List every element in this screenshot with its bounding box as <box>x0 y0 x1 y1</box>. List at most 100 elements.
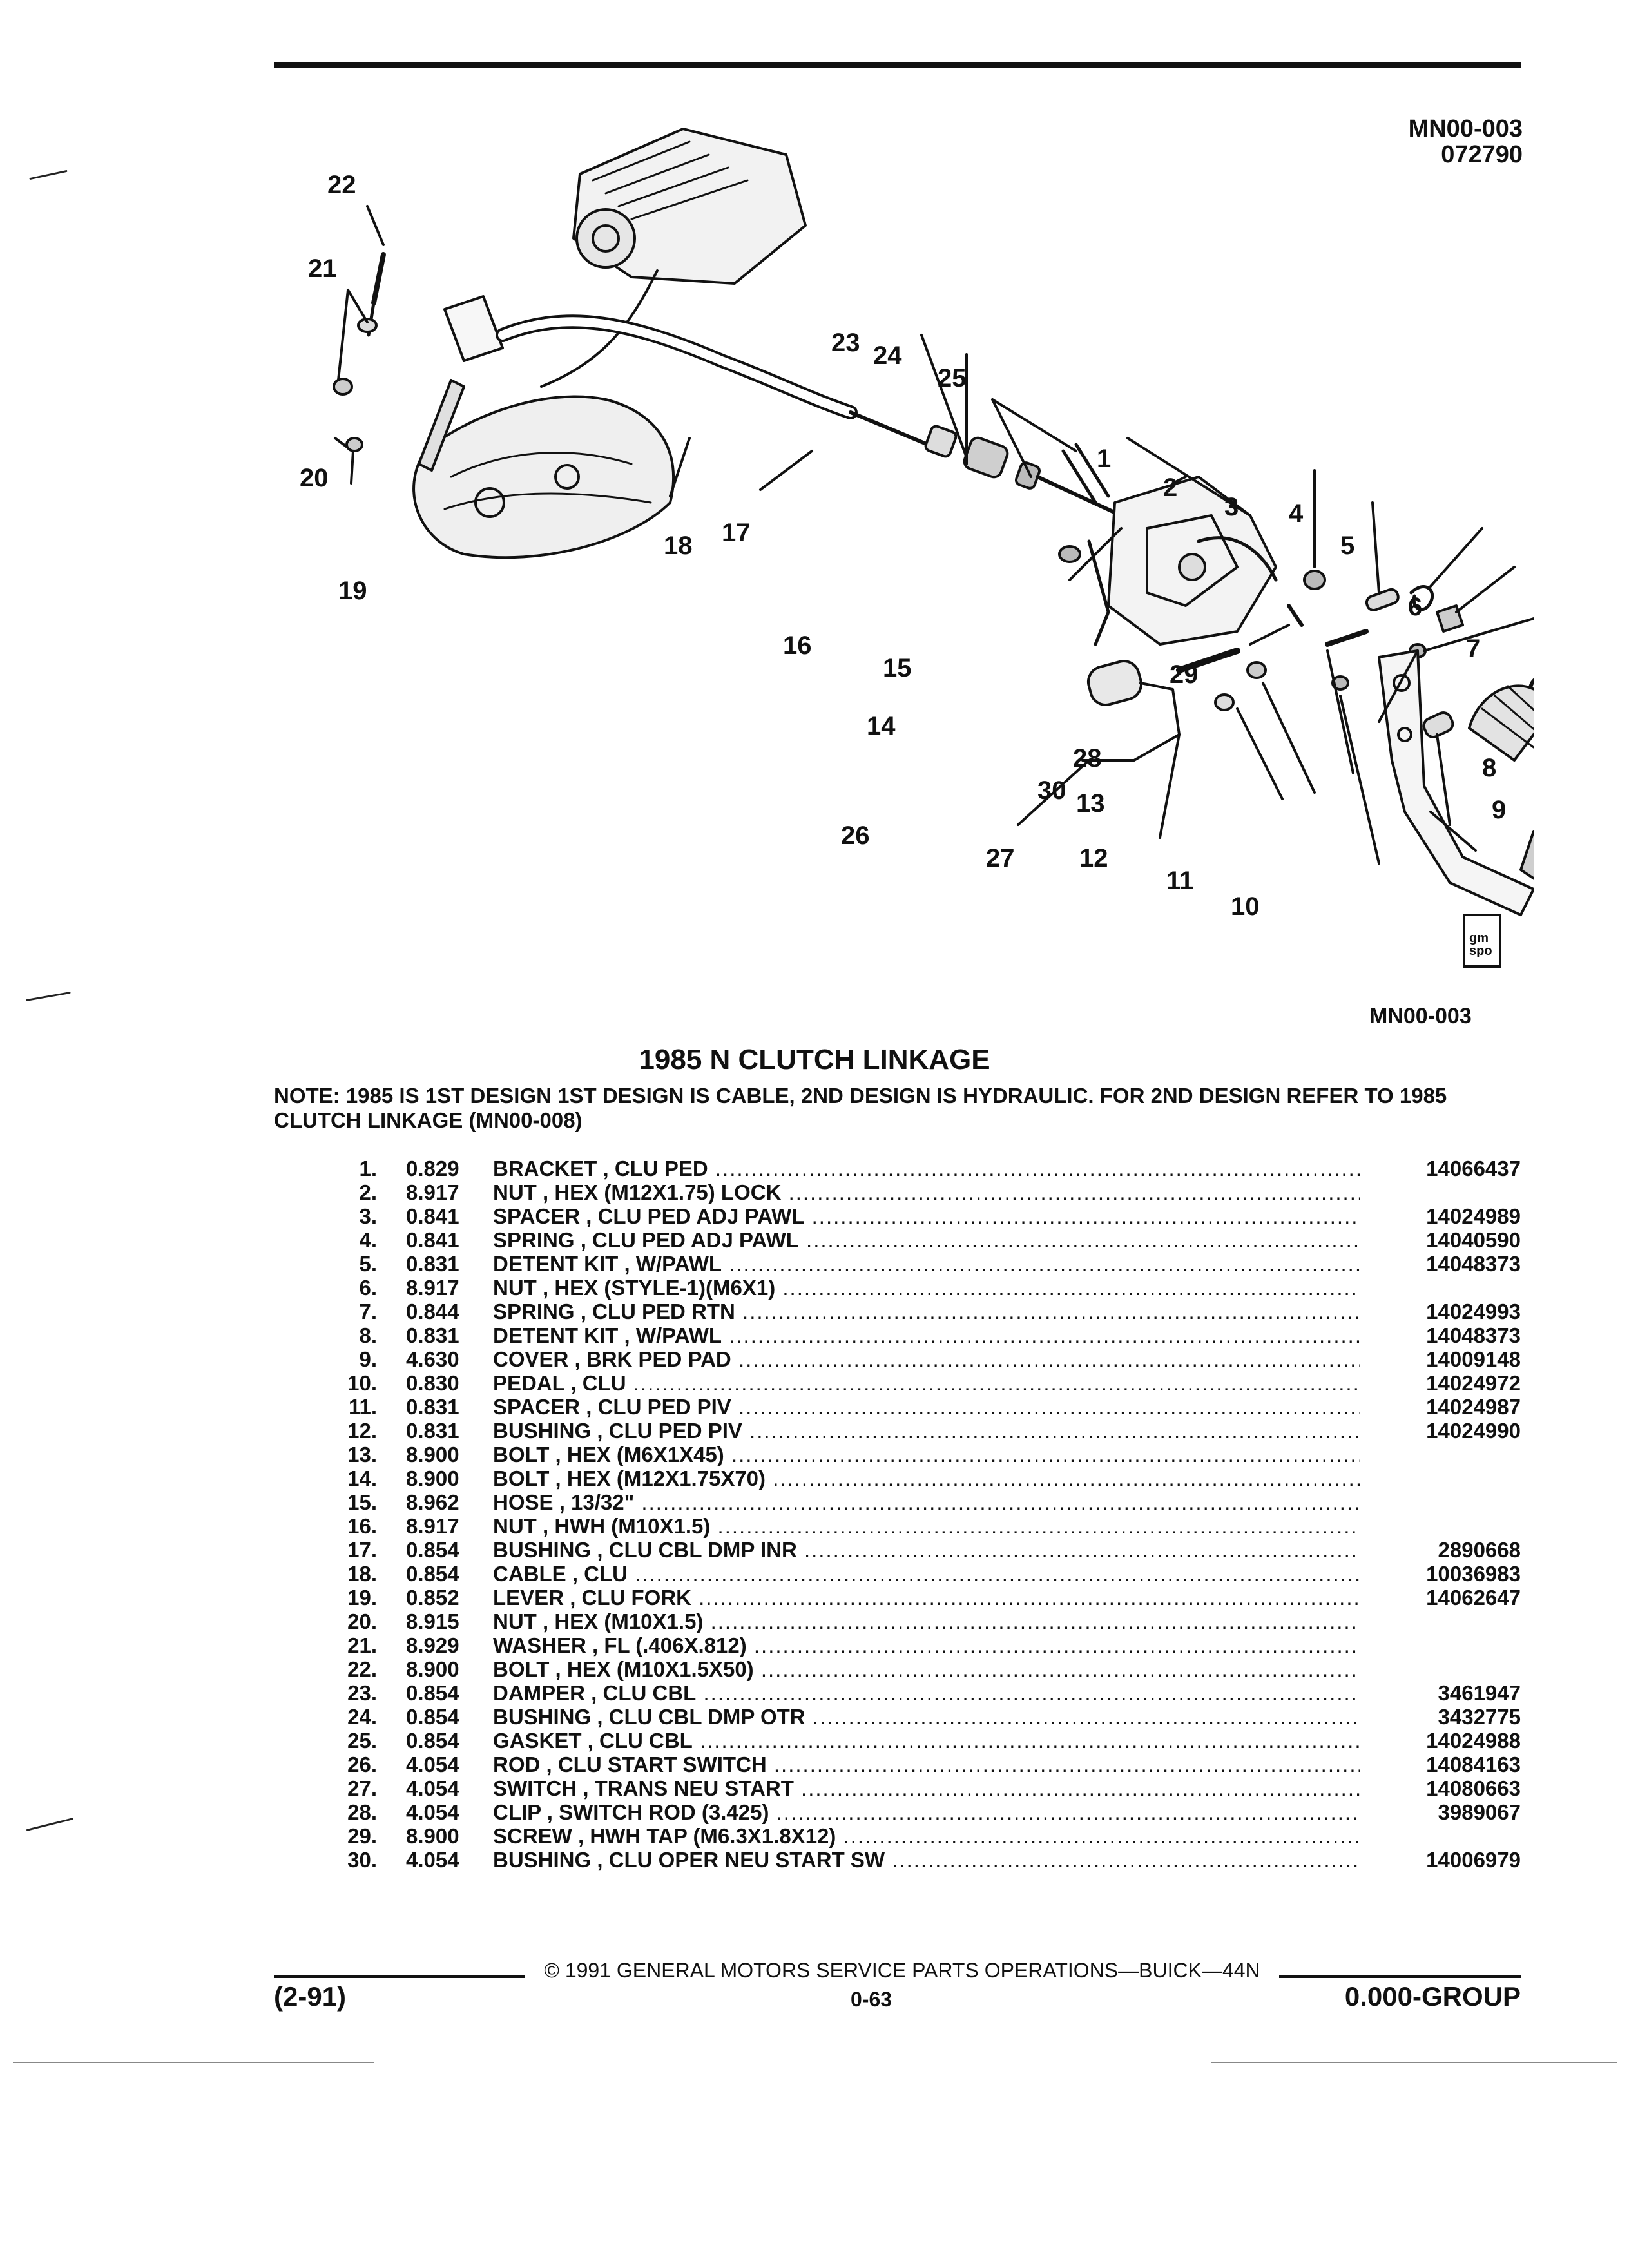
callout-17: 17 <box>722 519 751 547</box>
part-description: HOSE , 13/32" <box>493 1490 1360 1515</box>
part-number: 10036983 <box>1426 1562 1521 1586</box>
part-number: 2890668 <box>1438 1538 1521 1562</box>
part-description: DETENT KIT , W/PAWL <box>493 1323 1360 1348</box>
part-number: 14024972 <box>1426 1371 1521 1395</box>
callout-12: 12 <box>1079 844 1108 872</box>
part-number: 3461947 <box>1438 1681 1521 1705</box>
group-ref: 4.054 <box>406 1776 459 1800</box>
part-number: 3989067 <box>1438 1800 1521 1824</box>
part-description: COVER , BRK PED PAD <box>493 1347 1360 1372</box>
callout-11: 11 <box>1166 867 1193 895</box>
group-ref: 0.829 <box>406 1157 459 1180</box>
callout-6: 6 <box>1408 593 1422 621</box>
revision-date: (2-91) <box>274 1981 347 2012</box>
callout-23: 23 <box>831 329 860 357</box>
diagram-code-block: MN00-003 072790 <box>1409 116 1523 168</box>
group-ref: 0.831 <box>406 1395 459 1419</box>
callout-24: 24 <box>873 341 902 370</box>
item-number: 16. <box>347 1514 377 1538</box>
part-description: CABLE , CLU <box>493 1562 1360 1586</box>
list-item: 18. 0.854 CABLE , CLU 10036983 <box>322 1562 1521 1586</box>
callout-27: 27 <box>986 844 1015 872</box>
part-number: 14024988 <box>1426 1729 1521 1753</box>
binder-hole-mark <box>26 991 71 1002</box>
group-ref: 8.915 <box>406 1610 459 1633</box>
diagram-code: MN00-003 <box>1408 115 1523 142</box>
part-description: SPRING , CLU PED RTN <box>493 1300 1360 1324</box>
part-number: 14048373 <box>1426 1323 1521 1347</box>
group-ref: 8.900 <box>406 1443 459 1466</box>
part-description: PEDAL , CLU <box>493 1371 1360 1396</box>
item-number: 3. <box>359 1204 377 1228</box>
group-ref: 4.054 <box>406 1848 459 1872</box>
part-description: BUSHING , CLU OPER NEU START SW <box>493 1848 1360 1872</box>
copyright: © 1991 GENERAL MOTORS SERVICE PARTS OPER… <box>544 1959 1260 1982</box>
item-number: 7. <box>359 1300 377 1323</box>
part-description: BUSHING , CLU PED PIV <box>493 1419 1360 1443</box>
item-number: 8. <box>359 1323 377 1347</box>
callout-5: 5 <box>1340 532 1354 560</box>
callout-4: 4 <box>1289 499 1304 528</box>
part-description: SPRING , CLU PED ADJ PAWL <box>493 1228 1360 1253</box>
item-number: 2. <box>359 1180 377 1204</box>
callout-8: 8 <box>1482 754 1496 782</box>
part-description: SCREW , HWH TAP (M6.3X1.8X12) <box>493 1824 1360 1849</box>
group-ref: 0.841 <box>406 1228 459 1252</box>
group-ref: 0.854 <box>406 1729 459 1753</box>
item-number: 13. <box>347 1443 377 1466</box>
group-ref: 8.917 <box>406 1276 459 1300</box>
item-number: 20. <box>347 1610 377 1633</box>
group-ref: 8.900 <box>406 1657 459 1681</box>
item-number: 10. <box>347 1371 377 1395</box>
callout-22: 22 <box>327 171 356 199</box>
part-description: NUT , HEX (M12X1.75) LOCK <box>493 1180 1360 1205</box>
scan-edge-line <box>13 2062 374 2063</box>
part-number: 14066437 <box>1426 1157 1521 1180</box>
group-ref: 4.054 <box>406 1800 459 1824</box>
group-ref: 4.630 <box>406 1347 459 1371</box>
footer-rule-right <box>1279 1975 1521 1978</box>
list-item: 9. 4.630 COVER , BRK PED PAD 14009148 <box>322 1347 1521 1371</box>
clutch-linkage-diagram: 22 21 20 19 18 17 23 24 25 1 2 3 4 5 6 7… <box>300 128 1534 921</box>
item-number: 9. <box>359 1347 377 1371</box>
diagram-ref: MN00-003 <box>1369 1004 1472 1028</box>
callout-26: 26 <box>841 822 870 850</box>
item-number: 21. <box>347 1633 377 1657</box>
item-number: 24. <box>347 1705 377 1729</box>
group-ref: 0.831 <box>406 1252 459 1276</box>
part-number: 14009148 <box>1426 1347 1521 1371</box>
top-rule <box>274 62 1521 68</box>
part-number: 14048373 <box>1426 1252 1521 1276</box>
group-ref: 8.900 <box>406 1824 459 1848</box>
item-number: 22. <box>347 1657 377 1681</box>
callout-25: 25 <box>938 364 967 392</box>
part-description: BOLT , HEX (M6X1X45) <box>493 1443 1360 1467</box>
item-number: 6. <box>359 1276 377 1300</box>
group-ref: 0.854 <box>406 1562 459 1586</box>
gm-spo-logo-text: gm spo <box>1469 931 1492 958</box>
item-number: 12. <box>347 1419 377 1443</box>
item-number: 18. <box>347 1562 377 1586</box>
item-number: 1. <box>359 1157 377 1180</box>
list-item: 13. 8.900 BOLT , HEX (M6X1X45) <box>322 1443 1521 1466</box>
callout-2: 2 <box>1163 474 1177 502</box>
callout-7: 7 <box>1466 635 1480 663</box>
group-ref: 0.844 <box>406 1300 459 1323</box>
callout-16: 16 <box>783 631 812 660</box>
